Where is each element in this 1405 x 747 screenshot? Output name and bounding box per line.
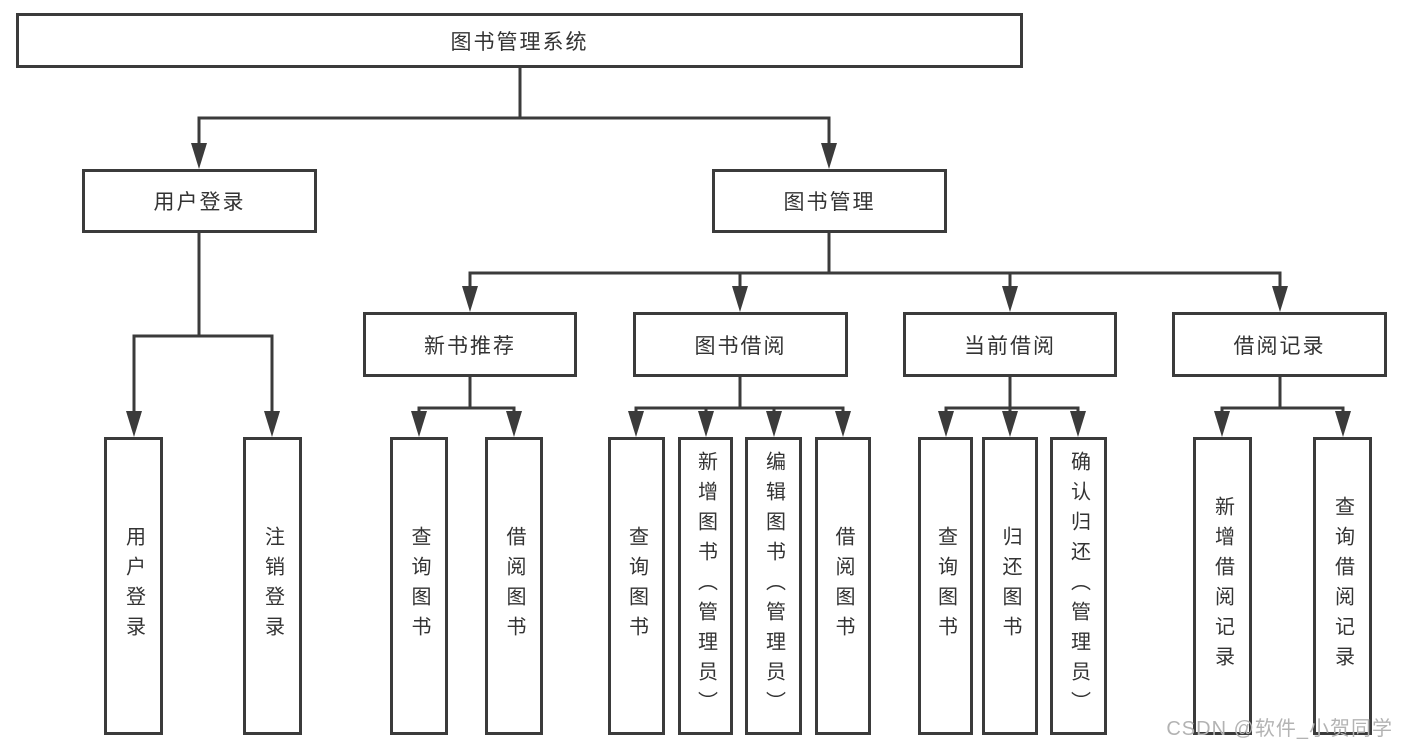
- node-label: 查询图书: [408, 526, 430, 646]
- node-leaf-add-books-admin: 新增图书（管理员）: [678, 437, 733, 735]
- node-leaf-return-books: 归还图书: [982, 437, 1038, 735]
- node-label: 确认归还（管理员）: [1067, 451, 1090, 721]
- node-leaf-query-borrow-record: 查询借阅记录: [1313, 437, 1372, 735]
- node-leaf-user-login: 用户登录: [104, 437, 163, 735]
- node-label: 图书借阅: [694, 334, 787, 358]
- node-label: 查询图书: [625, 526, 648, 646]
- watermark: CSDN @软件_小贺同学: [1166, 718, 1393, 740]
- node-label: 当前借阅: [964, 334, 1056, 358]
- connector-new-book-children: [417, 373, 516, 420]
- node-label: 注销登录: [261, 526, 284, 646]
- node-leaf-borrow-books-1: 借阅图书: [485, 437, 543, 735]
- node-label: 借阅记录: [1233, 334, 1326, 358]
- node-borrow-records: 借阅记录: [1172, 312, 1387, 377]
- node-label: 借阅图书: [503, 526, 525, 646]
- node-label: 新增图书（管理员）: [694, 451, 717, 721]
- node-leaf-query-books-2: 查询图书: [608, 437, 665, 735]
- node-library-management-system: 图书管理系统: [16, 13, 1023, 68]
- node-current-borrow: 当前借阅: [903, 312, 1117, 377]
- node-leaf-confirm-return-admin: 确认归还（管理员）: [1050, 437, 1107, 735]
- node-label: 图书管理: [783, 191, 876, 214]
- connector-borrow-records-children: [1220, 373, 1345, 420]
- node-leaf-borrow-books-2: 借阅图书: [815, 437, 871, 735]
- node-label: 新增借阅记录: [1211, 496, 1234, 676]
- node-leaf-query-books-1: 查询图书: [390, 437, 448, 735]
- node-new-book-recommend: 新书推荐: [363, 312, 577, 377]
- node-label: 新书推荐: [424, 334, 516, 358]
- node-leaf-add-borrow-record: 新增借阅记录: [1193, 437, 1252, 735]
- node-label: 用户登录: [153, 191, 246, 214]
- node-book-borrow: 图书借阅: [633, 312, 848, 377]
- node-leaf-logout: 注销登录: [243, 437, 302, 735]
- node-label: 图书管理系统: [450, 30, 589, 54]
- connector-user-login-children: [132, 229, 274, 420]
- node-label: 查询借阅记录: [1331, 496, 1354, 676]
- node-label: 借阅图书: [832, 526, 854, 646]
- connector-root-to-level2: [197, 64, 831, 152]
- node-label: 查询图书: [934, 526, 957, 646]
- node-leaf-query-books-3: 查询图书: [918, 437, 973, 735]
- node-book-management: 图书管理: [712, 169, 947, 233]
- node-label: 编辑图书（管理员）: [762, 451, 785, 721]
- node-leaf-edit-books-admin: 编辑图书（管理员）: [745, 437, 802, 735]
- node-user-login: 用户登录: [82, 169, 317, 233]
- connector-current-borrow-children: [944, 373, 1080, 420]
- connector-book-management-children: [468, 229, 1282, 295]
- node-label: 归还图书: [999, 526, 1021, 646]
- node-label: 用户登录: [122, 526, 145, 646]
- connector-book-borrow-children: [634, 373, 845, 420]
